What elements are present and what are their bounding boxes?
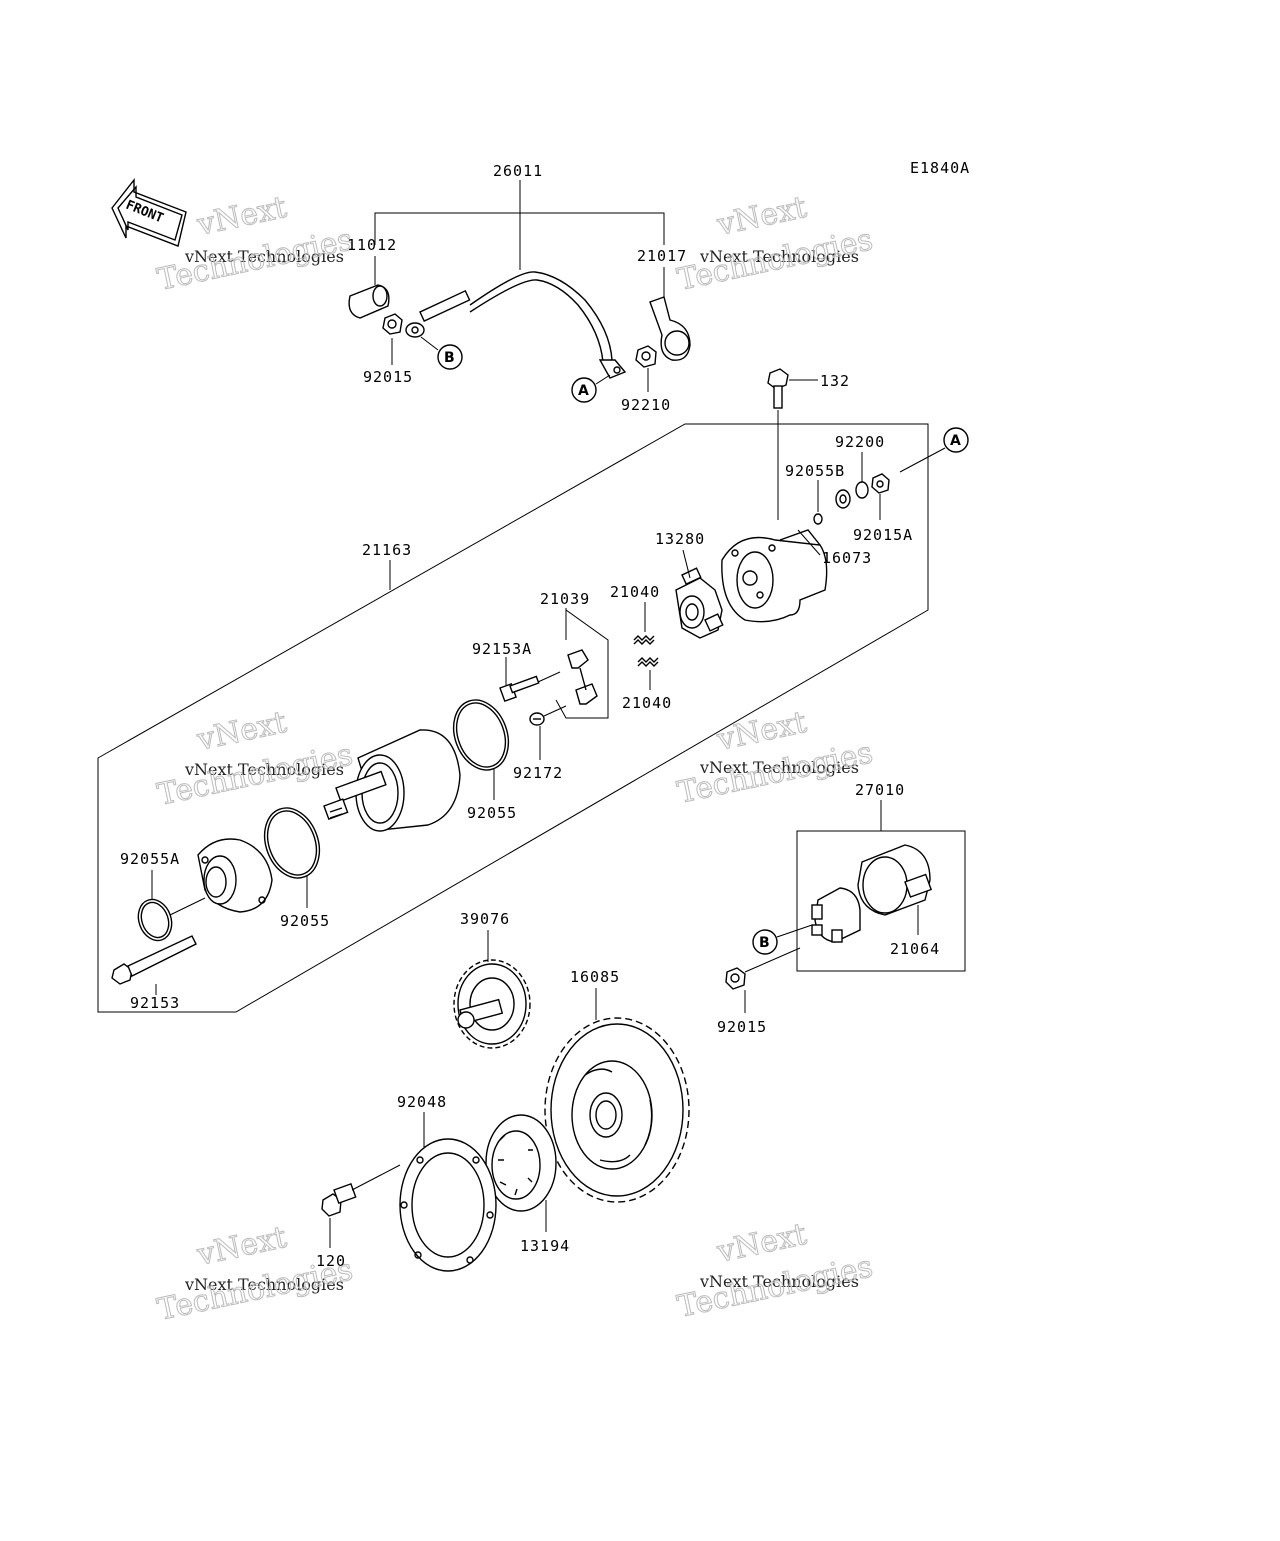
svg-text:Technologies: Technologies: [674, 1249, 875, 1325]
part-label-92055-upper: 92055: [467, 804, 517, 822]
svg-text:vNext Technologies: vNext Technologies: [699, 247, 859, 266]
part-label-92210: 92210: [621, 396, 671, 414]
part-label-92200: 92200: [835, 433, 885, 451]
svg-text:B: B: [444, 350, 455, 366]
relay-cover-21064: [857, 844, 933, 916]
watermark-top-right: vNext vNext Technologies Technologies: [674, 189, 876, 298]
starter-yoke: [323, 729, 461, 832]
callout-b-top: B: [437, 344, 463, 370]
svg-text:Technologies: Technologies: [154, 737, 355, 813]
end-cover-16073: [721, 529, 828, 623]
brush-holder-13280: [675, 567, 724, 639]
clutch-holder-92048: [399, 1138, 497, 1272]
svg-text:Technologies: Technologies: [674, 222, 875, 298]
part-label-16085: 16085: [570, 968, 620, 986]
bolt-132: [767, 368, 789, 409]
part-label-13194: 13194: [520, 1237, 570, 1255]
svg-text:Technologies: Technologies: [154, 222, 355, 298]
spring-21040-a: [633, 635, 655, 645]
brush-21039: [567, 649, 598, 705]
front-arrow-icon: FRONT: [111, 177, 187, 247]
part-label-92153: 92153: [130, 994, 180, 1012]
starter-cable-26011: [419, 271, 627, 379]
part-label-92172: 92172: [513, 764, 563, 782]
o-ring-92055a: [137, 898, 173, 942]
starter-motor-box: [97, 423, 929, 1013]
watermark-mid-left: vNext vNext Technologies Technologies: [154, 704, 356, 813]
part-label-26011: 26011: [493, 162, 543, 180]
part-label-13280: 13280: [655, 530, 705, 548]
part-label-92055-lower: 92055: [280, 912, 330, 930]
starter-relay: [811, 887, 861, 943]
part-label-21040-b: 21040: [622, 694, 672, 712]
part-label-92015-top: 92015: [363, 368, 413, 386]
part-label-92015-bot: 92015: [717, 1018, 767, 1036]
washer-92200b: [855, 481, 869, 499]
terminal-cap-11012: [348, 284, 390, 319]
svg-text:A: A: [950, 433, 961, 449]
part-label-27010: 27010: [855, 781, 905, 799]
part-label-92055a: 92055A: [120, 850, 180, 868]
svg-text:A: A: [578, 383, 589, 399]
watermark-top-left: vNext vNext Technologies Technologies: [154, 189, 356, 298]
part-label-92153a: 92153A: [472, 640, 532, 658]
svg-text:B: B: [759, 935, 770, 951]
o-ring-92055b: [813, 513, 823, 525]
svg-text:vNext: vNext: [713, 1217, 809, 1270]
svg-text:vNext Technologies: vNext Technologies: [699, 1272, 859, 1291]
svg-text:vNext Technologies: vNext Technologies: [184, 247, 344, 266]
one-way-clutch-13194: [485, 1114, 557, 1212]
svg-text:vNext Technologies: vNext Technologies: [699, 758, 859, 777]
o-ring-92055-lower: [263, 807, 321, 879]
o-ring-92055-upper: [452, 699, 510, 771]
svg-text:vNext Technologies: vNext Technologies: [184, 760, 344, 779]
watermark-bot-left: vNext vNext Technologies Technologies: [154, 1219, 356, 1328]
spring-21040-b: [637, 657, 659, 667]
callout-a-right: A: [943, 427, 969, 453]
watermark-bot-right: vNext vNext Technologies Technologies: [674, 1216, 876, 1325]
diagram-code: E1840A: [910, 159, 970, 177]
part-label-92015a: 92015A: [853, 526, 913, 544]
nut-92015-top: [382, 313, 403, 335]
part-label-39076: 39076: [460, 910, 510, 928]
part-label-120: 120: [316, 1252, 346, 1270]
bolt-120: [321, 1182, 357, 1217]
svg-text:vNext: vNext: [193, 705, 289, 758]
screw-92172: [529, 712, 545, 726]
nut-92015-bot: [725, 967, 746, 990]
part-label-21064: 21064: [890, 940, 940, 958]
part-label-21040-a: 21040: [610, 583, 660, 601]
svg-text:vNext: vNext: [193, 1220, 289, 1273]
starter-front-cover: [197, 838, 273, 913]
watermark-mid-right: vNext vNext Technologies Technologies: [674, 704, 876, 811]
part-label-92055b: 92055B: [785, 462, 845, 480]
part-label-21017: 21017: [637, 247, 687, 265]
svg-text:vNext: vNext: [713, 190, 809, 243]
idler-gear-39076: [453, 959, 531, 1049]
part-label-11012: 11012: [347, 236, 397, 254]
svg-text:Technologies: Technologies: [674, 735, 875, 811]
nut-92210: [635, 345, 657, 368]
washer-92200: [835, 489, 851, 509]
callout-a-top: A: [571, 377, 597, 403]
svg-text:vNext: vNext: [193, 190, 289, 243]
part-label-21163: 21163: [362, 541, 412, 559]
ring-terminal-b: [405, 322, 425, 338]
bolt-92153: [111, 935, 197, 985]
svg-text:vNext Technologies: vNext Technologies: [184, 1275, 344, 1294]
starter-clutch-gear-16085: [544, 1017, 690, 1203]
part-label-132: 132: [820, 372, 850, 390]
callout-b-relay: B: [752, 929, 778, 955]
part-label-21039: 21039: [540, 590, 590, 608]
part-label-16073: 16073: [822, 549, 872, 567]
terminal-cap-21017: [649, 296, 691, 361]
screw-92153a: [499, 675, 540, 703]
part-label-92048: 92048: [397, 1093, 447, 1111]
nut-92015a: [871, 473, 890, 494]
